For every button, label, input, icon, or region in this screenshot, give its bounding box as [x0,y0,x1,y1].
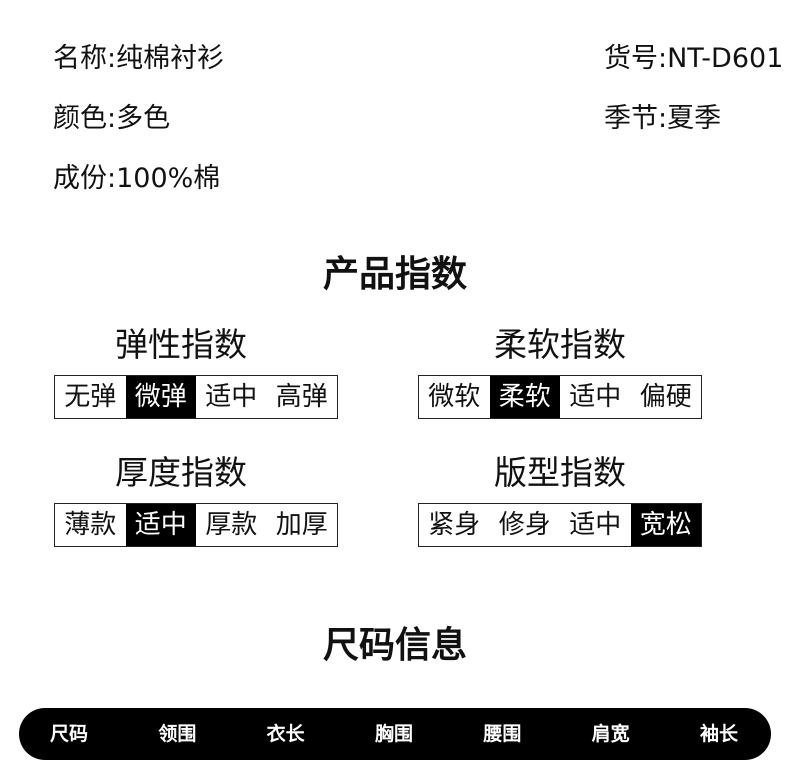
elasticity-index: 弹性指数 无弹 微弹 适中 高弹 [54,328,338,419]
fit-option: 宽松 [630,504,701,546]
thickness-option: 厚款 [205,510,258,540]
size-section-title: 尺码信息 [322,625,467,666]
size-column-header: 领围 [158,722,197,745]
size-column-header: 尺码 [50,722,89,745]
product-material: 成份:100%棉 [53,163,221,194]
fit-index-title: 版型指数 [494,453,626,492]
elasticity-option: 微弹 [125,376,196,418]
softness-index-title: 柔软指数 [494,325,626,364]
elasticity-scale: 无弹 微弹 适中 高弹 [54,375,338,419]
size-column-header: 袖长 [699,722,738,745]
thickness-option: 适中 [125,504,196,546]
softness-option: 微软 [428,382,481,412]
index-section-title: 产品指数 [322,254,467,295]
fit-option: 修身 [498,510,551,540]
fit-option: 紧身 [428,510,481,540]
softness-index: 柔软指数 微软 柔软 适中 偏硬 [418,328,702,419]
size-column-header: 腰围 [483,722,522,745]
size-column-header: 胸围 [374,722,413,745]
thickness-option: 薄款 [64,510,117,540]
elasticity-option: 适中 [205,382,258,412]
softness-scale: 微软 柔软 适中 偏硬 [418,375,702,419]
thickness-scale: 薄款 适中 厚款 加厚 [54,503,338,547]
softness-option: 柔软 [489,376,560,418]
product-season: 季节:夏季 [604,103,722,134]
elasticity-option: 高弹 [275,382,328,412]
fit-option: 适中 [569,510,622,540]
fit-index: 版型指数 紧身 修身 适中 宽松 [418,456,702,547]
product-name: 名称:纯棉衬衫 [53,43,225,74]
size-column-header: 衣长 [266,722,305,745]
elasticity-option: 无弹 [64,382,117,412]
thickness-option: 加厚 [275,510,328,540]
elasticity-index-title: 弹性指数 [115,325,247,364]
item-number: 货号:NT-D601 [604,43,784,74]
size-table-header: 尺码 领围 衣长 胸围 腰围 肩宽 袖长 [19,708,771,760]
softness-option: 偏硬 [639,382,692,412]
fit-scale: 紧身 修身 适中 宽松 [418,503,702,547]
thickness-index-title: 厚度指数 [115,453,247,492]
product-color: 颜色:多色 [53,103,171,134]
softness-option: 适中 [569,382,622,412]
thickness-index: 厚度指数 薄款 适中 厚款 加厚 [54,456,338,547]
size-column-header: 肩宽 [591,722,630,745]
